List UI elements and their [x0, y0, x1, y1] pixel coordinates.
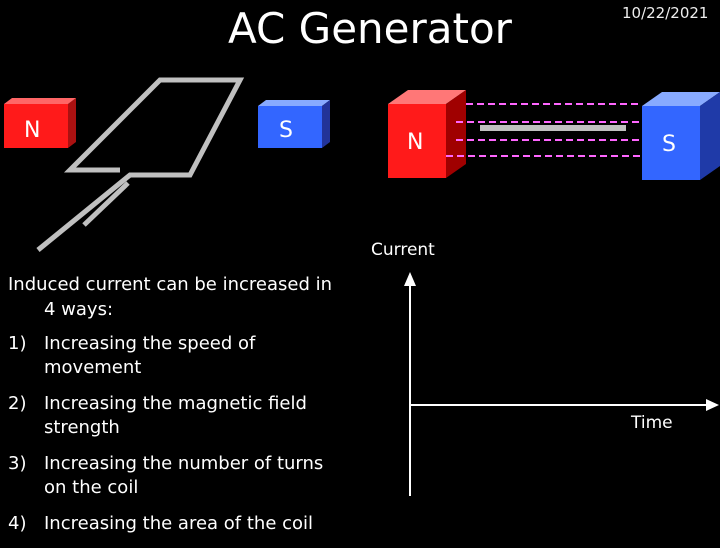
left-north-label: N — [24, 118, 41, 143]
coil-loop — [36, 77, 245, 252]
graph-x-label: Time — [631, 413, 673, 433]
list-item: 2) Increasing the magnetic field strengt… — [8, 392, 344, 440]
list-text-line-1: Increasing the speed of — [44, 333, 256, 354]
list-text-line-1: Increasing the area of the coil — [44, 513, 314, 534]
list-text: Increasing the number of turns on the co… — [44, 452, 344, 500]
left-south-label: S — [279, 118, 293, 143]
left-south-magnet — [258, 100, 330, 148]
intro-line-2: 4 ways: — [44, 299, 114, 320]
list-number: 3) — [8, 453, 27, 474]
list-item: 4) Increasing the area of the coil — [8, 512, 344, 536]
right-north-label: N — [407, 130, 424, 155]
slide-date: 10/22/2021 — [622, 4, 709, 22]
graph-y-label: Current — [371, 240, 435, 260]
right-south-magnet — [642, 92, 720, 180]
intro-text: Induced current can be increased in 4 wa… — [8, 272, 358, 322]
magnetic-field-lines — [446, 103, 642, 157]
list-number: 1) — [8, 333, 27, 354]
intro-line-1: Induced current can be increased in — [8, 274, 333, 295]
left-north-magnet — [4, 98, 76, 148]
slide-title: AC Generator — [228, 4, 512, 53]
list-text-line-1: Increasing the number of turns — [44, 453, 324, 474]
ways-list: 1) Increasing the speed of movement 2) I… — [8, 332, 344, 548]
right-north-magnet — [388, 90, 466, 178]
coil-edge — [480, 125, 626, 131]
list-text-line-2: movement — [44, 357, 142, 378]
list-item: 3) Increasing the number of turns on the… — [8, 452, 344, 500]
list-item: 1) Increasing the speed of movement — [8, 332, 344, 380]
list-text-line-2: on the coil — [44, 477, 139, 498]
list-text: Increasing the magnetic field strength — [44, 392, 344, 440]
list-text-line-2: strength — [44, 417, 120, 438]
list-number: 4) — [8, 513, 27, 534]
list-text-line-1: Increasing the magnetic field — [44, 393, 307, 414]
graph-axes — [404, 272, 719, 496]
list-text: Increasing the area of the coil — [44, 512, 344, 536]
right-south-label: S — [662, 132, 676, 157]
list-text: Increasing the speed of movement — [44, 332, 344, 380]
list-number: 2) — [8, 393, 27, 414]
